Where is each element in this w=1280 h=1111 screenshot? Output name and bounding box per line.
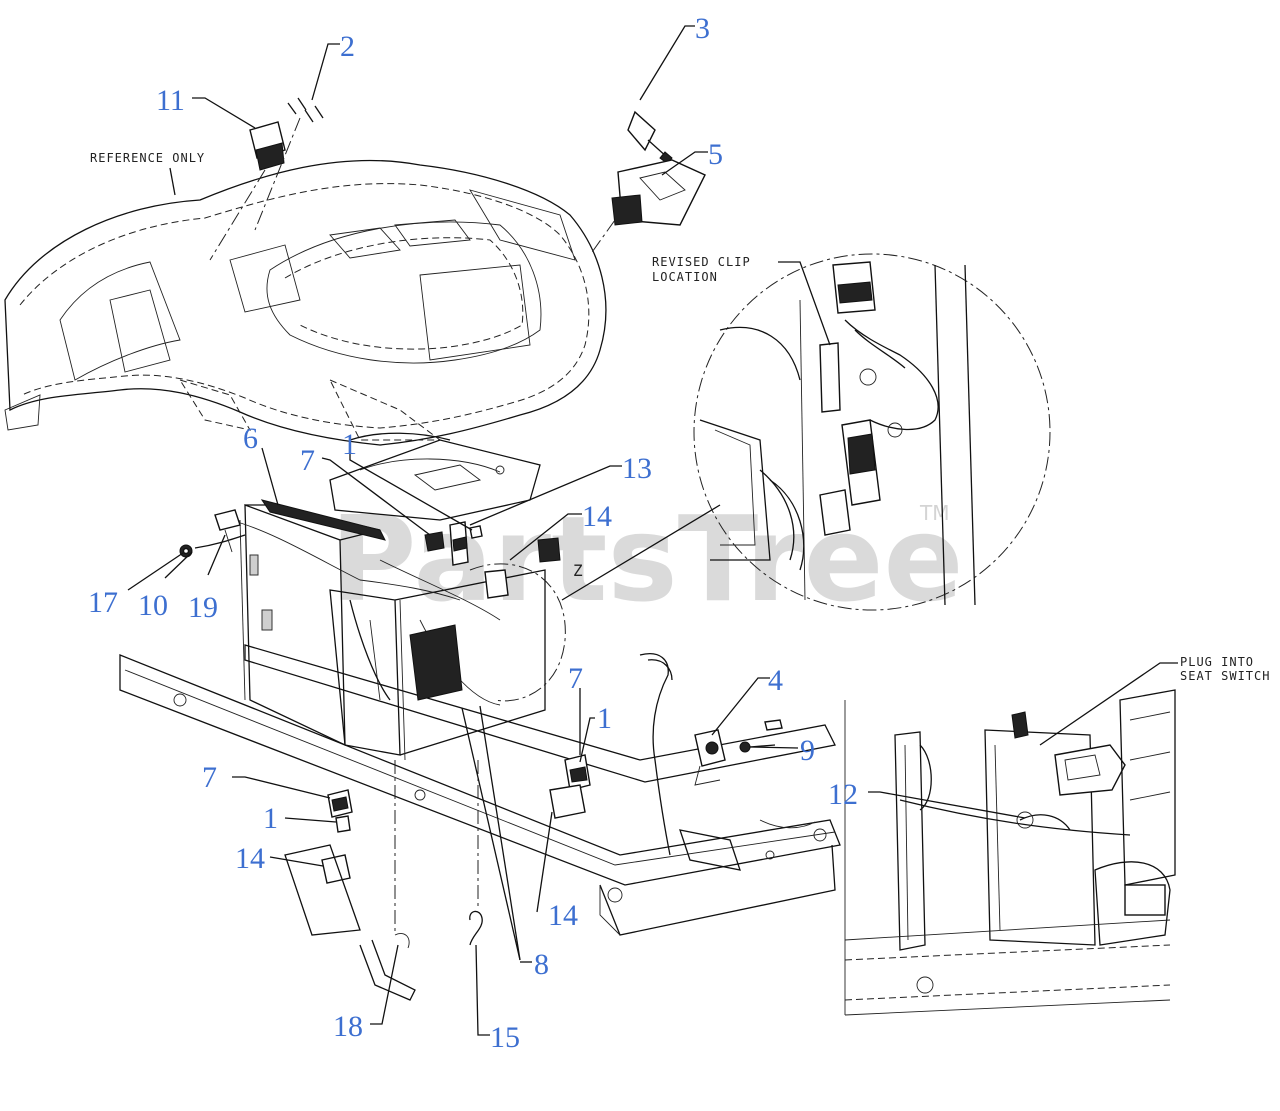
- part-8-cable-ties: [461, 705, 521, 961]
- callout-1-left: 1: [263, 802, 278, 835]
- callout-7-middle: 7: [568, 662, 583, 695]
- part-1-clip-left: [335, 815, 351, 833]
- seat-switch-detail: [844, 689, 1176, 1016]
- plug-into-leader: [1039, 662, 1178, 746]
- reference-only-note: REFERENCE ONLY: [90, 151, 205, 165]
- callout-3: 3: [695, 12, 710, 45]
- part-9-bolt: [739, 719, 783, 753]
- chassis-frame: [119, 644, 841, 936]
- callout-19: 19: [188, 591, 218, 624]
- callout-11: 11: [156, 84, 185, 117]
- part-13-relay: [449, 521, 469, 566]
- callout-15: 15: [490, 1021, 520, 1054]
- detail-z-letter: Z: [573, 561, 584, 580]
- callout-8: 8: [534, 948, 549, 981]
- part-4-solenoid: [694, 729, 726, 786]
- part-1-clip-top: [469, 525, 483, 539]
- callout-14-top: 14: [582, 500, 612, 533]
- watermark-text: PartsTree: [330, 490, 964, 628]
- plug-into-note-line2: SEAT SWITCH: [1180, 669, 1270, 683]
- reference-only-leader: [169, 167, 176, 196]
- callout-12: 12: [828, 778, 858, 811]
- part-11-switch: [209, 121, 286, 261]
- callout-17: 17: [88, 586, 118, 619]
- part-14-switch-middle: [549, 784, 586, 819]
- part-14-switch-left: [284, 844, 361, 936]
- callout-9: 9: [800, 734, 815, 767]
- part-19-wire: [214, 509, 241, 553]
- part-5-ignition-panel: [589, 159, 706, 256]
- part-7-plug-left: [327, 789, 353, 818]
- plug-into-note-line1: PLUG INTO: [1180, 655, 1254, 669]
- part-18-bracket: [359, 933, 416, 1001]
- harness-cable: [639, 653, 673, 856]
- callout-6: 6: [243, 422, 258, 455]
- callout-1-middle: 1: [597, 702, 612, 735]
- part-2-screws: [254, 97, 324, 231]
- callout-13: 13: [622, 452, 652, 485]
- fender-assembly: [4, 159, 607, 446]
- callout-4: 4: [768, 664, 783, 697]
- part-7-plug-middle: [564, 754, 591, 791]
- watermark-trademark: TM: [919, 501, 949, 525]
- callout-leaders: [127, 25, 1026, 1036]
- callout-labels: 2 3 11 5 6 7 1 13 14 17 10 19 7 1 4 9 7 …: [88, 12, 858, 1054]
- callout-2: 2: [340, 30, 355, 63]
- detail-z-view: [693, 253, 1051, 611]
- callout-7-left: 7: [202, 761, 217, 794]
- revised-clip-leader: [778, 261, 831, 346]
- part-17-nut: [179, 544, 193, 558]
- part-14-switch-top: [484, 537, 561, 599]
- revised-clip-note-line2: LOCATION: [652, 270, 718, 284]
- revised-clip-note-line1: REVISED CLIP: [652, 255, 751, 269]
- callout-7-top: 7: [300, 444, 315, 477]
- part-3-key: [627, 110, 673, 165]
- part-7-harness-plug-top: [424, 531, 445, 552]
- callout-10: 10: [138, 589, 168, 622]
- callout-1-top: 1: [342, 428, 357, 461]
- seat-bracket: [229, 519, 546, 761]
- part-15-tie: [469, 760, 483, 946]
- callout-14-bottom: 14: [548, 899, 578, 932]
- callout-14-left: 14: [235, 842, 265, 875]
- callout-5: 5: [708, 138, 723, 171]
- callout-18: 18: [333, 1010, 363, 1043]
- detail-z-boundary: [469, 563, 566, 702]
- detail-z-leader: [561, 504, 721, 601]
